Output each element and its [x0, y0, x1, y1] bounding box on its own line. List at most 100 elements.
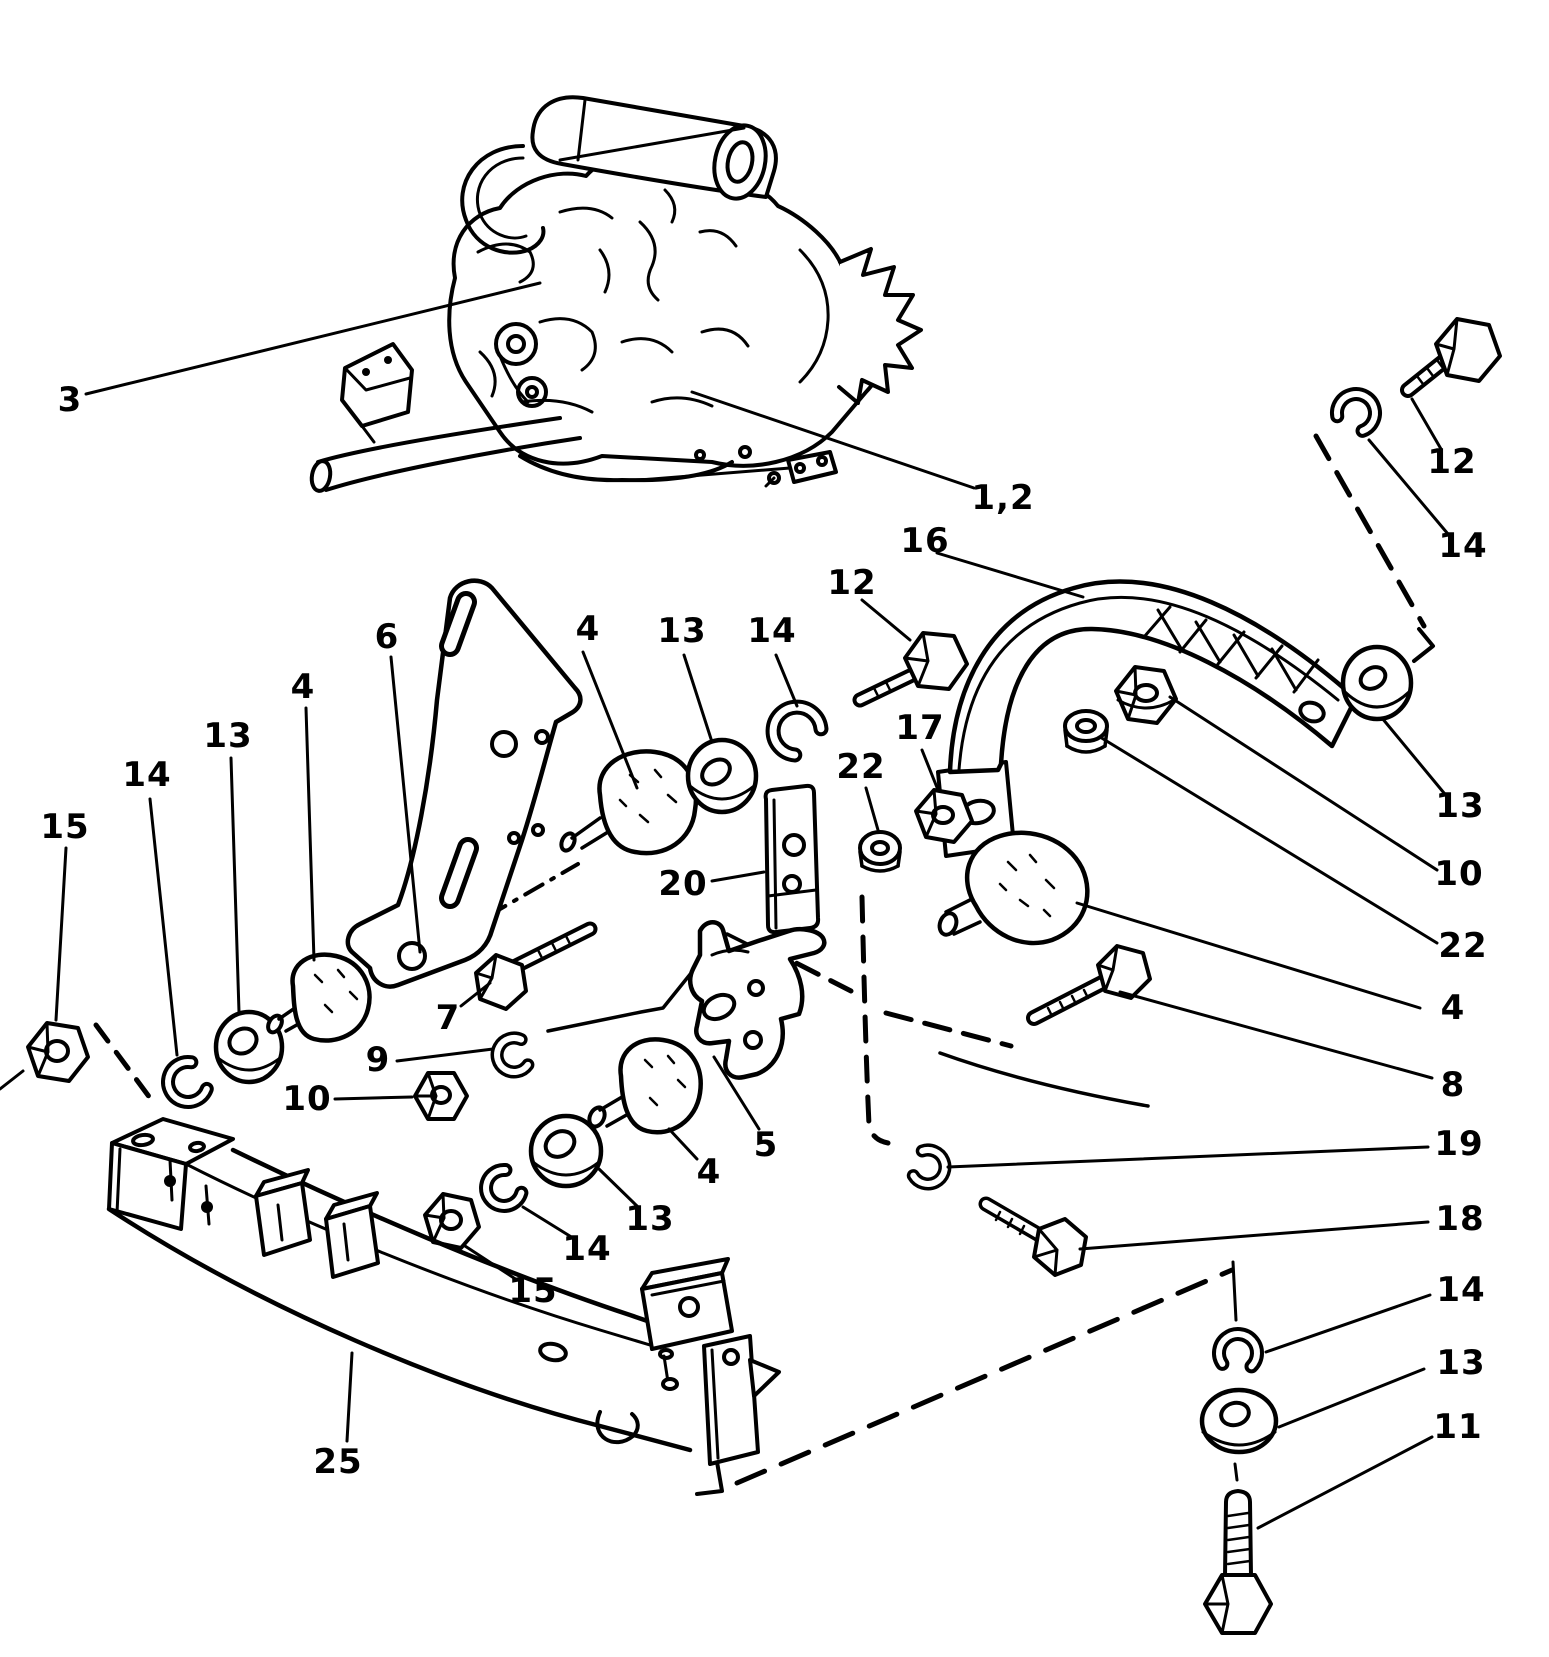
leader-line-12-5 — [860, 598, 912, 642]
part-label-9-14: 9 — [365, 1040, 391, 1080]
link-plate-20 — [763, 783, 821, 935]
part-label-14-27: 14 — [1436, 1270, 1486, 1310]
part-label-4-7: 4 — [575, 609, 601, 649]
part-label-14-17: 14 — [122, 755, 172, 795]
leader-line-13-8 — [682, 653, 714, 744]
washer-13-mid — [528, 1113, 604, 1189]
support-bracket-5 — [688, 920, 827, 1080]
leader-line-4-19 — [304, 706, 316, 962]
part-label-13-28: 13 — [1436, 1343, 1486, 1383]
leader-line-13-20 — [1380, 716, 1446, 795]
leader-line-10-21 — [1168, 695, 1439, 872]
part-label-15-16: 15 — [40, 807, 90, 847]
c-clip-14-top — [765, 699, 829, 763]
part-label-3-0: 3 — [57, 380, 83, 420]
part-label-13-32: 13 — [625, 1199, 675, 1239]
engine-mount-4-left — [266, 952, 372, 1043]
leader-line-15-16 — [54, 846, 68, 1022]
leader-line-12-3 — [1410, 397, 1443, 451]
bolt-12-top-right — [1400, 317, 1502, 398]
leader-line-14-17 — [148, 797, 179, 1057]
spacer-22-on-strap — [1063, 709, 1109, 754]
part-label-7-13: 7 — [435, 998, 461, 1038]
leader-line-14-9 — [774, 653, 799, 708]
part-label-10-21: 10 — [1434, 854, 1484, 894]
leader-line-22-10 — [864, 786, 880, 832]
leader-line-13-28 — [1277, 1367, 1426, 1429]
bolt-12-mid — [852, 631, 969, 708]
subframe-crossmember-25 — [106, 1117, 781, 1466]
part-label-14-9: 14 — [747, 611, 797, 651]
leader-line-5-30 — [712, 1055, 761, 1131]
washer-13-bottom-right — [1199, 1387, 1279, 1455]
part-label-10-15: 10 — [282, 1079, 332, 1119]
leader-line-11-29 — [1256, 1435, 1434, 1530]
nut-17 — [914, 788, 974, 844]
c-clip-14-bottom-right — [1212, 1327, 1264, 1374]
part-label-4-19: 4 — [290, 667, 316, 707]
leader-line-20-12 — [710, 870, 766, 883]
part-label-20-12: 20 — [658, 864, 708, 904]
leader-line-19-25 — [946, 1145, 1430, 1169]
nut-15-left — [26, 1021, 90, 1083]
part-label-12-1: 1,2 — [971, 478, 1035, 518]
c-clip-14-mid — [479, 1163, 529, 1213]
part-label-14-33: 14 — [562, 1229, 612, 1269]
nut-15-mid — [423, 1192, 481, 1250]
leader-line-14-33 — [521, 1205, 575, 1240]
part-label-8-24: 8 — [1440, 1065, 1466, 1105]
part-label-19-25: 19 — [1434, 1124, 1484, 1164]
part-label-13-18: 13 — [203, 716, 253, 756]
leader-line-10-15 — [333, 1095, 414, 1101]
part-label-11-29: 11 — [1433, 1407, 1483, 1447]
part-label-5-30: 5 — [753, 1125, 779, 1165]
leader-line-6-6 — [389, 655, 422, 954]
part-label-22-22: 22 — [1438, 926, 1488, 966]
leader-line-14-4 — [1367, 438, 1450, 536]
washer-13-top — [685, 737, 759, 815]
part-label-17-11: 17 — [895, 708, 945, 748]
nut-10-on-strap — [1114, 665, 1178, 725]
leader-line-13-32 — [597, 1167, 639, 1208]
leader-line-8-24 — [1118, 990, 1434, 1080]
engine-bracket-3 — [340, 342, 414, 444]
part-label-22-10: 22 — [836, 747, 886, 787]
part-label-13-20: 13 — [1435, 786, 1485, 826]
engine-mount-4-bottom — [587, 1037, 703, 1135]
leader-line-9-14 — [395, 1047, 495, 1063]
part-label-15-34: 15 — [508, 1271, 558, 1311]
part-label-13-8: 13 — [657, 611, 707, 651]
part-label-25-35: 25 — [313, 1442, 363, 1482]
bolt-18 — [978, 1196, 1088, 1277]
c-clip-19 — [906, 1143, 952, 1191]
part-label-4-23: 4 — [1440, 988, 1466, 1028]
leader-line-4-23 — [1075, 901, 1422, 1010]
leader-line-18-26 — [1078, 1220, 1430, 1251]
leader-line-22-22 — [1098, 735, 1439, 945]
leader-line-3-0 — [84, 281, 542, 396]
washer-13-left — [213, 1009, 285, 1085]
washer-13-right — [1340, 644, 1414, 722]
leader-line-4-31 — [667, 1127, 699, 1161]
part-label-16-2: 16 — [900, 521, 950, 561]
washer-22-mid — [858, 830, 902, 873]
bracket-6 — [345, 578, 583, 989]
leader-line-7-13 — [459, 981, 492, 1008]
dashed-construction-lines — [0, 433, 1435, 1496]
engine-assembly — [309, 95, 923, 493]
part-label-4-31: 4 — [696, 1152, 722, 1192]
c-clip-14-left — [161, 1055, 214, 1109]
engine-mount-4-right — [937, 830, 1090, 946]
bolt-7 — [474, 921, 598, 1011]
part-label-18-26: 18 — [1435, 1199, 1485, 1239]
nut-10-mid — [413, 1071, 469, 1121]
bolt-11 — [1203, 1489, 1273, 1635]
part-label-14-4: 14 — [1438, 526, 1488, 566]
leader-line-12-1 — [690, 390, 976, 490]
leader-line-13-18 — [229, 756, 241, 1014]
strap-hatching — [1142, 605, 1320, 694]
part-label-6-6: 6 — [374, 617, 400, 657]
leader-line-17-11 — [920, 748, 940, 792]
